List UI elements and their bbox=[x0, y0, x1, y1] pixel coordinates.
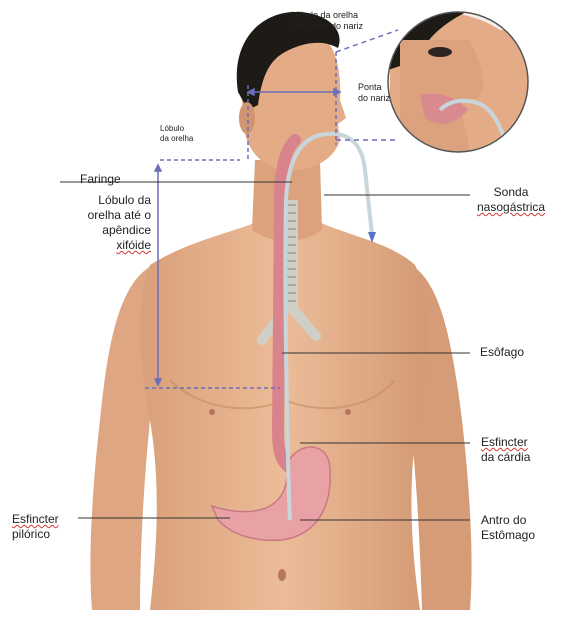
ear bbox=[239, 102, 255, 134]
label-nose-tip-line1: Ponta bbox=[358, 82, 390, 93]
label-earlobe-to-nose-line1: Lóbulo da orelha bbox=[291, 10, 363, 21]
label-xiphoid-line4: xifóide bbox=[75, 238, 151, 253]
label-esophagus: Esôfago bbox=[480, 345, 524, 360]
label-nose-tip-line2: do nariz bbox=[358, 93, 390, 104]
label-antrum-line2: Estômago bbox=[481, 528, 535, 543]
label-earlobe-line2: da orelha bbox=[160, 134, 193, 144]
label-pyloric-line1: Esfincter bbox=[12, 512, 59, 527]
label-antrum-line1: Antro do bbox=[481, 513, 535, 528]
label-pyloric: Esfincter pilórico bbox=[12, 512, 59, 542]
label-esophagus-text: Esôfago bbox=[480, 345, 524, 360]
label-xiphoid-line3: apêndice bbox=[75, 223, 151, 238]
label-earlobe: Lóbulo da orelha bbox=[160, 124, 193, 144]
label-pharynx-text: Faringe bbox=[80, 172, 121, 187]
label-nose-tip: Ponta do nariz bbox=[358, 82, 390, 105]
label-pharynx: Faringe bbox=[80, 172, 121, 187]
label-xiphoid-line2: orelha até o bbox=[75, 208, 151, 223]
nose-zoom-inset bbox=[386, 10, 536, 160]
label-ng-tube-line1: Sonda bbox=[477, 185, 545, 200]
label-ng-tube-line2: nasogástrica bbox=[477, 200, 545, 215]
label-earlobe-to-nose: Lóbulo da orelha até ponta do nariz bbox=[291, 10, 363, 33]
label-earlobe-to-xiphoid: Lóbulo da orelha até o apêndice xifóide bbox=[75, 193, 151, 253]
label-earlobe-to-nose-line2: até ponta do nariz bbox=[291, 21, 363, 32]
label-pyloric-line2: pilórico bbox=[12, 527, 59, 542]
label-antrum: Antro do Estômago bbox=[481, 513, 535, 543]
label-ng-tube: Sonda nasogástrica bbox=[477, 185, 545, 215]
label-cardia-line1: Esfincter bbox=[481, 435, 530, 450]
label-xiphoid-line1: Lóbulo da bbox=[75, 193, 151, 208]
label-earlobe-line1: Lóbulo bbox=[160, 124, 193, 134]
label-cardia: Esfincter da cárdia bbox=[481, 435, 530, 465]
label-cardia-line2: da cárdia bbox=[481, 450, 530, 465]
